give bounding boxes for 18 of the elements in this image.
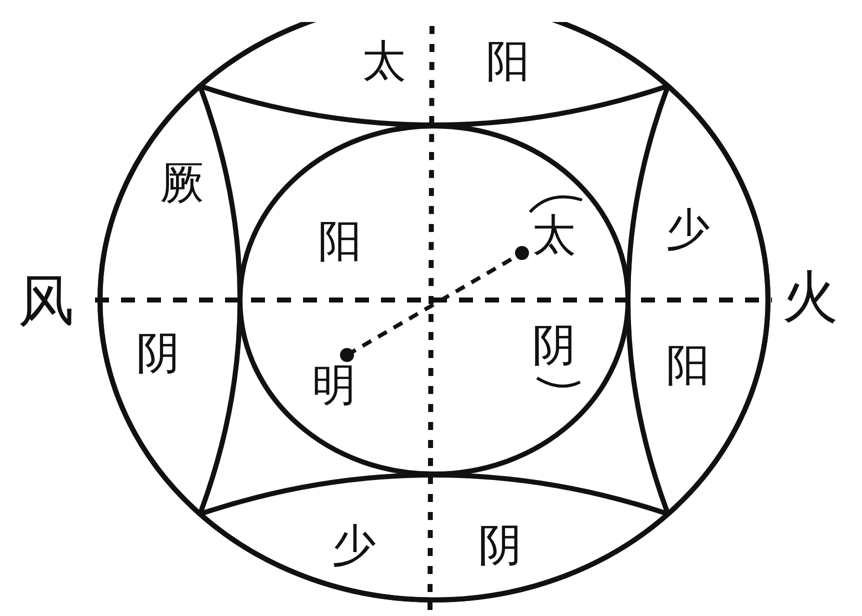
region-label: 太	[532, 212, 576, 260]
region-label: 阳	[318, 218, 362, 266]
region-label: 阳	[486, 38, 530, 86]
region-label: 少	[666, 206, 710, 254]
band-segment	[198, 471, 670, 604]
region-label: 少	[332, 522, 376, 570]
region-label: 阴	[532, 322, 576, 370]
region-label: 明	[312, 362, 356, 410]
direction-label: 风	[18, 272, 74, 332]
region-label: 厥	[160, 160, 204, 208]
band-segment	[198, 22, 670, 129]
direction-label: 火	[782, 268, 838, 328]
region-label: 太	[362, 38, 406, 86]
band-segment	[625, 84, 771, 516]
band-segment	[97, 84, 243, 516]
region-label: 阴	[478, 522, 522, 570]
region-label: 阴	[136, 330, 180, 378]
region-label: 阳	[666, 342, 710, 390]
